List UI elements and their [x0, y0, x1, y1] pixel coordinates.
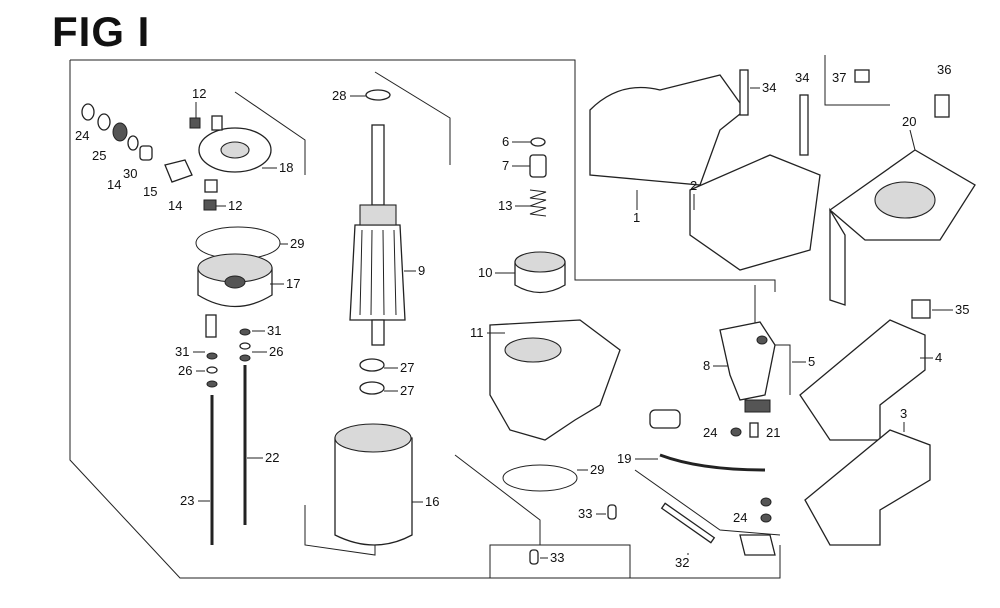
- label-29b: 29: [590, 462, 604, 477]
- label-37: 37: [832, 70, 846, 85]
- bracket-19: [234, 91, 306, 175]
- pinion-parts: [514, 137, 566, 294]
- label-11: 11: [470, 325, 484, 340]
- figure-title: FIG I: [52, 8, 151, 55]
- label-21: 20: [902, 114, 916, 129]
- label-36: 36: [937, 62, 951, 77]
- group-frame-main-left: [69, 60, 630, 579]
- label-31b: 31: [175, 344, 189, 359]
- label-14: 14: [168, 198, 182, 213]
- brush-holder-part: [189, 115, 272, 211]
- label-35: 35: [955, 302, 969, 317]
- label-6: 6: [502, 134, 509, 149]
- label-2: 2: [690, 178, 697, 193]
- label-24b: 24: [703, 425, 717, 440]
- group-frame-bottom-right: [630, 545, 781, 579]
- label-24c: 24: [733, 510, 747, 525]
- label-30: 30: [123, 166, 137, 181]
- label-10: 10: [478, 265, 492, 280]
- rear-cover-part: [195, 226, 281, 308]
- label-22: 21: [766, 425, 780, 440]
- label-34b: 34: [795, 70, 809, 85]
- label-1: 1: [633, 210, 640, 225]
- label-26b: 26: [178, 363, 192, 378]
- label-29a: 29: [290, 236, 304, 251]
- label-27b: 27: [400, 383, 414, 398]
- label-13: 13: [498, 198, 512, 213]
- label-23b: 23: [180, 493, 194, 508]
- group-frame-37: [824, 55, 890, 106]
- bracket-17: [304, 505, 376, 556]
- mount-plates-lower: [799, 299, 931, 546]
- label-19: 18: [279, 160, 293, 175]
- bracket-9: [374, 71, 451, 165]
- front-housing-part: [489, 319, 621, 492]
- label-32: 32: [675, 555, 689, 570]
- through-bolts: [205, 314, 251, 545]
- mount-brackets-upper: [589, 69, 821, 271]
- armature-part: [349, 89, 406, 395]
- label-33a: 33: [578, 506, 592, 521]
- label-28: 28: [332, 88, 346, 103]
- label-12a: 12: [192, 86, 206, 101]
- group-frame-bottom-step: [489, 544, 631, 578]
- label-16: 15: [143, 184, 157, 199]
- label-27a: 27: [400, 360, 414, 375]
- label-15: 14: [107, 177, 121, 192]
- group-frame-main: [70, 59, 776, 292]
- label-9: 9: [418, 263, 425, 278]
- label-24a: 24: [75, 128, 89, 143]
- label-31a: 31: [267, 323, 281, 338]
- label-34a: 34: [762, 80, 776, 95]
- bracket-11: [454, 454, 541, 545]
- bracket-20: [634, 469, 781, 536]
- label-3: 3: [900, 406, 907, 421]
- label-12b: 12: [228, 198, 242, 213]
- label-33b: 33: [550, 550, 564, 565]
- label-26a: 26: [269, 344, 283, 359]
- label-17: 16: [425, 494, 439, 509]
- label-8: 8: [703, 358, 710, 373]
- cable-part: [649, 409, 776, 556]
- label-20: 19: [617, 451, 631, 466]
- label-4: 4: [935, 350, 942, 365]
- label-5: 5: [808, 354, 815, 369]
- mount-bracket-21: [828, 69, 976, 306]
- label-23a: 22: [265, 450, 279, 465]
- label-25: 25: [92, 148, 106, 163]
- yoke-part: [334, 423, 413, 546]
- solenoid-part: [719, 321, 776, 413]
- label-18: 17: [286, 276, 300, 291]
- part-labels: 12 18 24 25 14 30 15 14 12 29 17 31 26 3…: [75, 62, 969, 570]
- label-7: 7: [502, 158, 509, 173]
- small-washers-left: [81, 103, 193, 183]
